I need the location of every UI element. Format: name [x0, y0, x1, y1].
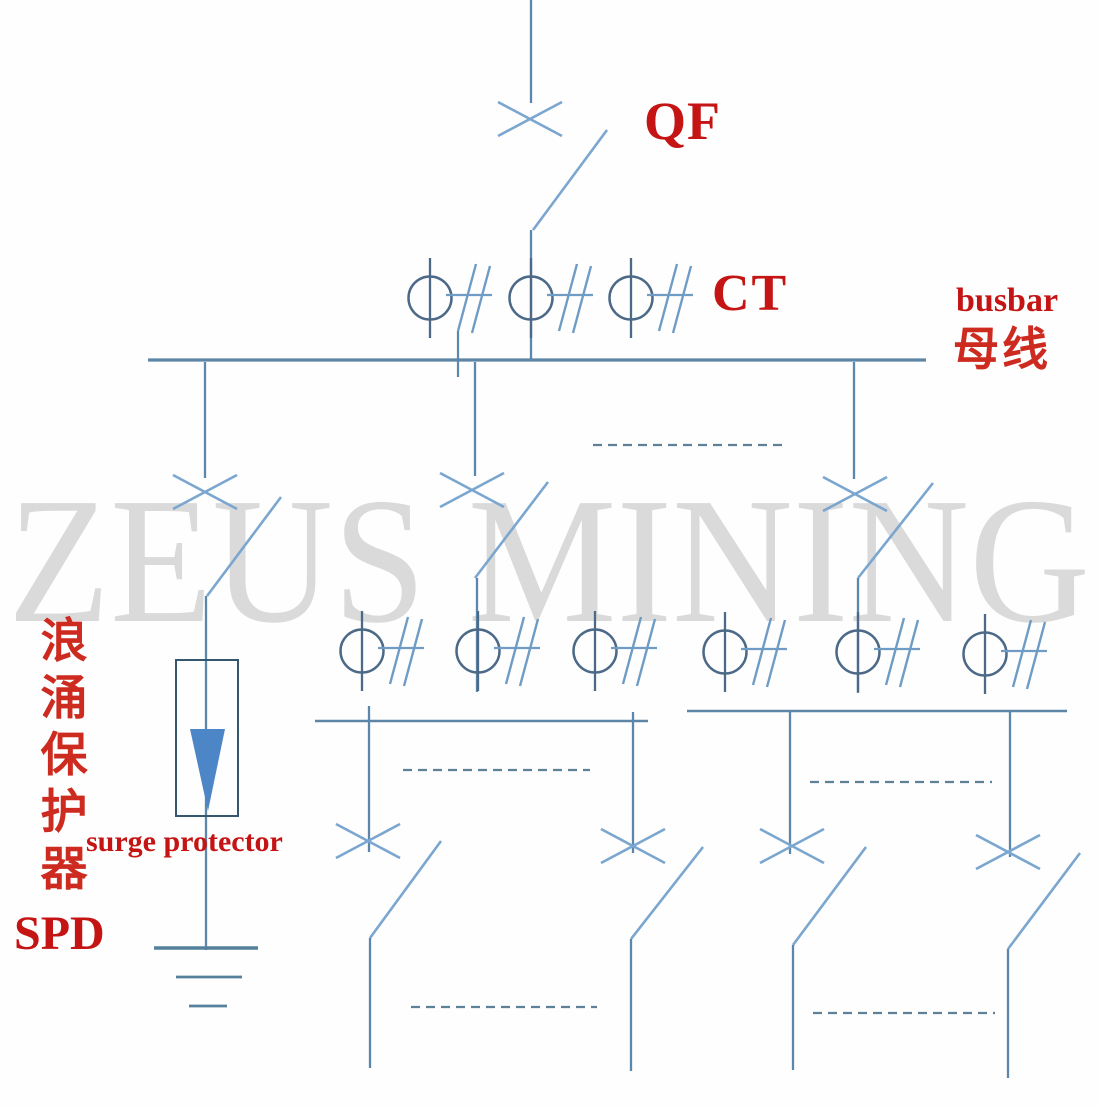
feeder-middle-breaker-icon — [438, 471, 550, 579]
feeder-right-breaker-icon — [821, 475, 935, 579]
zh-char: 涌 — [40, 671, 88, 724]
section-right — [687, 610, 1082, 1078]
ct-label: CT — [712, 265, 789, 322]
busbar-line — [148, 331, 926, 377]
left-outgoing-1 — [334, 706, 443, 1068]
busbar-label-zh: 母线 — [953, 323, 1051, 375]
busbar-label-en: busbar — [956, 282, 1059, 319]
surge-arrester-icon — [175, 659, 239, 817]
left-outgoing-2 — [599, 712, 705, 1071]
surge-protector-label-en: surge protector — [86, 825, 283, 858]
zh-char: 保 — [40, 728, 88, 781]
zh-char: 器 — [40, 842, 88, 895]
incoming-feeder-line — [496, 0, 609, 361]
qf-label: QF — [644, 91, 721, 151]
right-outgoing-1 — [758, 711, 868, 1070]
spd-branch — [154, 362, 283, 1008]
ground-icon — [154, 946, 258, 1008]
qf-breaker-icon — [496, 100, 609, 231]
spd-breaker-icon — [171, 473, 283, 597]
section-left — [315, 609, 705, 1071]
zh-char: 护 — [40, 785, 88, 838]
watermark-text: ZEUS MINING — [8, 461, 1090, 660]
spd-label: SPD — [14, 907, 105, 960]
right-outgoing-2 — [974, 711, 1082, 1078]
zh-char: 浪 — [40, 614, 88, 667]
surge-protector-label-zh: 浪 涌 保 护 器 — [36, 612, 92, 897]
main-ct-group-icon — [407, 256, 695, 340]
